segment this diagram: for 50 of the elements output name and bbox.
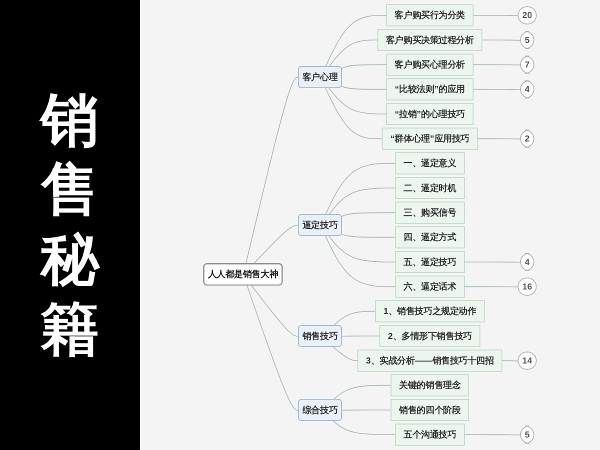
connector <box>328 236 396 262</box>
connector <box>342 410 392 411</box>
node-box: 2、多情形下销售技巧 <box>379 325 480 347</box>
connector <box>341 86 388 90</box>
connector <box>328 188 396 216</box>
connector <box>477 138 522 140</box>
connector <box>472 14 519 16</box>
connector <box>325 162 396 216</box>
connector <box>246 284 300 411</box>
connector <box>464 434 522 436</box>
node-box: 六、逼定话术 <box>395 276 465 298</box>
connector <box>341 64 388 69</box>
connector <box>328 40 378 68</box>
node-box: 客户购买行为分类 <box>386 4 474 26</box>
node-box: 四、逼定方式 <box>395 226 465 248</box>
node-box: 销售的四个阶段 <box>390 399 470 421</box>
connector <box>464 286 519 288</box>
node-box: 二、逼定时机 <box>395 177 465 199</box>
node-box: 客户购买决策过程分析 <box>378 29 482 51</box>
node-box: 客户购买心理分析 <box>386 54 474 76</box>
node-box: “拉销”的心理技巧 <box>386 103 474 125</box>
connector <box>325 88 383 140</box>
connector <box>342 336 380 337</box>
node-box: 五、逼定技巧 <box>395 251 465 273</box>
connector <box>341 234 396 238</box>
connector <box>253 224 300 264</box>
connector <box>482 40 522 41</box>
connector <box>472 88 522 90</box>
connector <box>341 212 396 217</box>
connector <box>332 384 392 400</box>
node-box: 三、购买信号 <box>395 202 465 224</box>
connector <box>328 88 388 114</box>
connector <box>332 346 358 362</box>
connector <box>325 14 388 68</box>
node-box: “群体心理”应用技巧 <box>382 128 478 150</box>
node-box: 1、销售技巧之规定动作 <box>375 300 485 322</box>
title: 销售秘籍 <box>41 86 99 364</box>
node-box: 五个沟通技巧 <box>395 424 465 446</box>
node-box: “比较法则”的应用 <box>386 78 474 100</box>
connector <box>325 236 396 288</box>
connector <box>464 262 522 263</box>
connector <box>332 420 396 436</box>
node-box: 3、实战分析——销售技巧十四招 <box>357 350 502 372</box>
connector <box>472 64 522 66</box>
connector <box>245 76 300 264</box>
node-box: 关键的销售理念 <box>390 374 470 396</box>
connector <box>502 360 519 362</box>
connector <box>251 284 300 337</box>
connector <box>332 310 376 326</box>
node-box: 一、逼定意义 <box>395 152 465 174</box>
